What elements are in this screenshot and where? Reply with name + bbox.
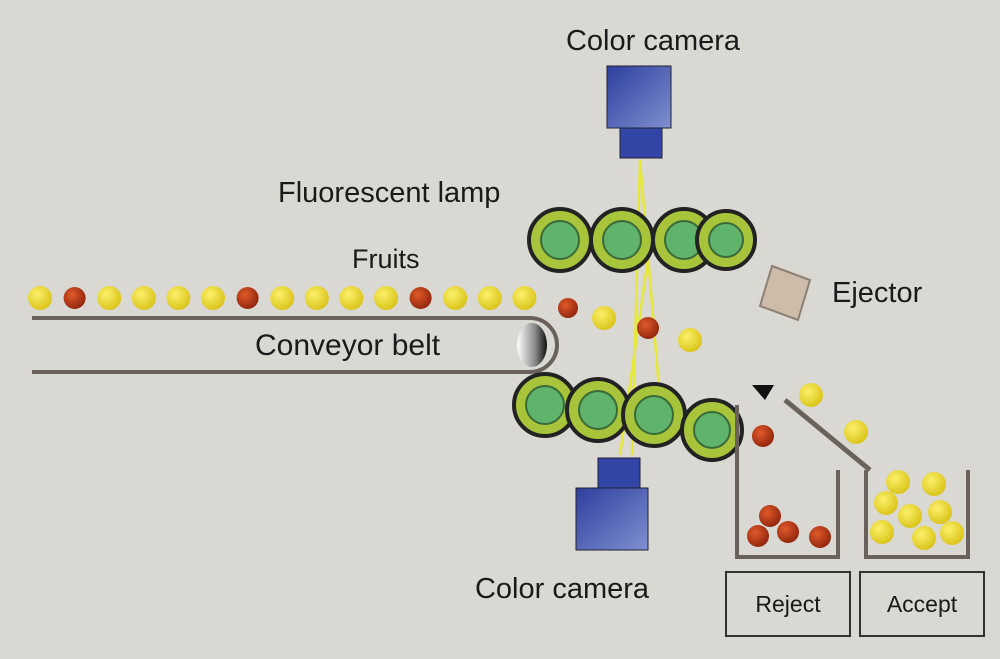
- top-lamp-row: [527, 207, 757, 273]
- fruit-good: [270, 286, 295, 310]
- fruit-good: [874, 491, 898, 515]
- bottom-lamp-row: [512, 372, 744, 462]
- fruit-good: [922, 472, 946, 496]
- top-camera-label: Color camera: [566, 25, 741, 57]
- top-color-camera-icon: [606, 65, 672, 159]
- fruit-bad: [809, 526, 831, 548]
- fruit-bad: [236, 287, 259, 309]
- reject-bin: [735, 405, 840, 559]
- fruit-good: [166, 286, 191, 310]
- fruit-good: [592, 306, 616, 330]
- belt-roller-icon: [517, 323, 547, 367]
- lamp-tube-icon: [621, 382, 687, 448]
- fruit-bad: [409, 287, 432, 309]
- fruit-bad: [777, 521, 799, 543]
- reject-label: Reject: [755, 591, 821, 617]
- fruit-good: [886, 470, 910, 494]
- fruit-good: [443, 286, 468, 310]
- conveyor-label: Conveyor belt: [255, 329, 441, 362]
- conveyor-belt: [32, 316, 559, 374]
- lamp-tube-icon: [565, 377, 631, 443]
- fruit-good: [374, 286, 398, 310]
- fruit-bad: [752, 425, 774, 447]
- reject-label-box: Reject: [725, 571, 851, 637]
- bottom-camera-label: Color camera: [475, 573, 650, 605]
- lamp-label: Fluorescent lamp: [278, 177, 500, 209]
- fruit-good: [304, 286, 329, 310]
- fruit-good: [512, 286, 537, 310]
- fruit-good: [477, 286, 502, 310]
- accept-bin: [864, 470, 970, 559]
- fruit-good: [928, 500, 952, 524]
- fruit-good: [97, 286, 122, 310]
- fruit-good: [201, 286, 225, 310]
- fruit-good: [940, 521, 964, 545]
- belt-fruits: [28, 286, 537, 310]
- ejector-icon: [758, 264, 812, 322]
- accept-label: Accept: [887, 591, 958, 617]
- bottom-color-camera-icon: [575, 457, 649, 551]
- accept-label-box: Accept: [859, 571, 985, 637]
- divider-tip-icon: [752, 385, 774, 400]
- fruit-good: [28, 286, 52, 310]
- fruit-bad: [747, 525, 769, 547]
- lamp-tube-icon: [527, 207, 593, 273]
- fruit-good: [678, 328, 702, 352]
- fruit-bad: [637, 317, 659, 339]
- ejector-label: Ejector: [832, 277, 923, 309]
- sorting-divider: [752, 385, 872, 472]
- fruit-bad: [63, 287, 86, 309]
- fruit-good: [912, 526, 936, 550]
- lamp-tube-icon: [695, 209, 757, 271]
- fruit-bad: [558, 298, 578, 318]
- lamp-tube-icon: [680, 398, 744, 462]
- lamp-tube-icon: [589, 207, 655, 273]
- fruit-good: [844, 420, 868, 444]
- fruit-bad: [759, 505, 781, 527]
- falling-fruits: [558, 298, 868, 447]
- fruits-label: Fruits: [352, 244, 420, 274]
- fruit-good: [870, 520, 894, 544]
- fruit-good: [339, 286, 364, 310]
- fruit-good: [131, 286, 156, 310]
- fruit-good: [799, 383, 823, 407]
- fruit-good: [898, 504, 922, 528]
